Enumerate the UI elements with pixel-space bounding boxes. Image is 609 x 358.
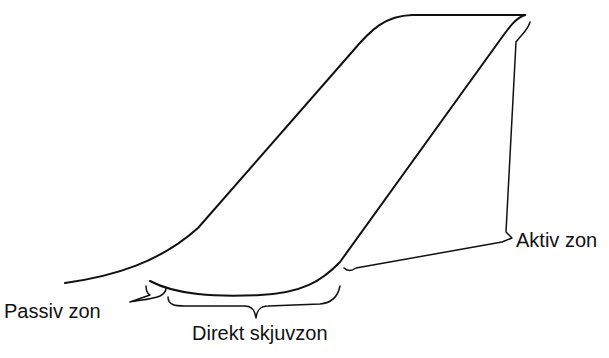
- ground-surface: [65, 15, 525, 283]
- zone-label: Direkt skjuvzon: [192, 322, 328, 344]
- direct-shear-brace: [168, 286, 340, 318]
- active-zone-brace: [344, 22, 530, 270]
- passive-zone-brace: [130, 286, 166, 302]
- zone-label: Passiv zon: [4, 300, 101, 322]
- zone-label: Aktiv zon: [516, 229, 597, 251]
- slip-surface: [150, 15, 525, 296]
